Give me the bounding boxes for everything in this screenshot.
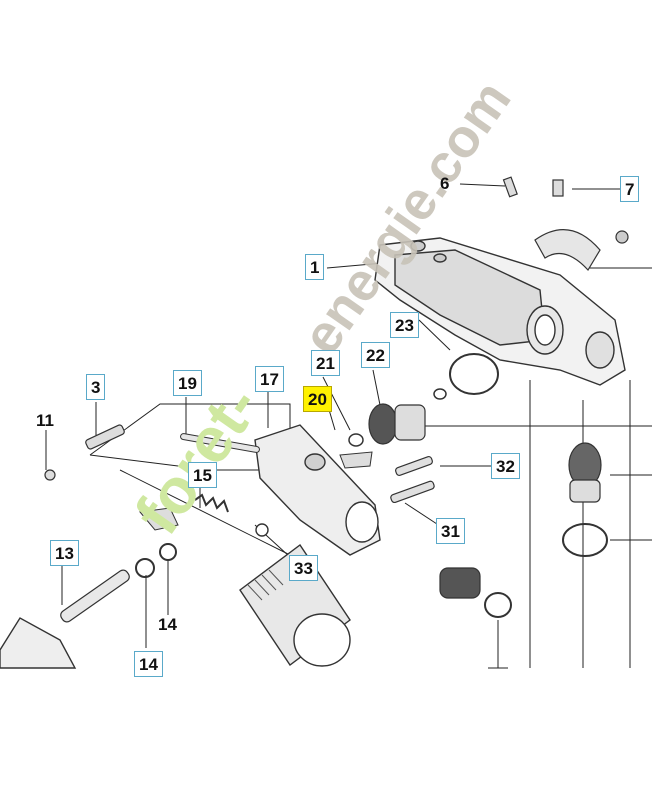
callout-17: 17 xyxy=(255,366,284,392)
callout-21: 21 xyxy=(311,350,340,376)
circlip-right xyxy=(562,523,608,557)
callout-11: 11 xyxy=(36,411,54,430)
callout-14b: 14 xyxy=(134,651,163,677)
pin-19 xyxy=(180,433,260,453)
callout-22: 22 xyxy=(361,342,390,368)
washer-21 xyxy=(348,433,364,447)
callout-19: 19 xyxy=(173,370,202,396)
screw-3 xyxy=(44,424,125,481)
casing-corner xyxy=(0,617,77,669)
washer-small xyxy=(433,388,447,400)
callout-32: 32 xyxy=(491,453,520,479)
callout-7: 7 xyxy=(620,176,640,202)
callout-20: 20 xyxy=(303,386,332,412)
callout-33: 33 xyxy=(289,555,318,581)
callout-23: 23 xyxy=(390,312,419,338)
o-ring xyxy=(449,353,499,395)
gear-segment xyxy=(502,176,629,271)
callout-1: 1 xyxy=(305,254,325,280)
callout-15: 15 xyxy=(188,462,217,488)
lever xyxy=(139,507,179,531)
drive-tube xyxy=(239,543,351,667)
bevel-gear-22 xyxy=(368,403,426,445)
pinion-gear xyxy=(568,442,602,503)
clip-20 xyxy=(339,451,373,469)
main-housing xyxy=(374,237,626,386)
shaft-13 xyxy=(60,569,130,623)
callout-3: 3 xyxy=(86,374,106,400)
gear-housing-17 xyxy=(254,424,381,556)
spring-15 xyxy=(194,493,229,513)
callout-14a: 14 xyxy=(158,615,177,634)
callout-13: 13 xyxy=(50,540,79,566)
washer-14b xyxy=(159,543,177,561)
washer-14a xyxy=(135,558,155,578)
callout-31: 31 xyxy=(436,518,465,544)
callout-6: 6 xyxy=(440,174,450,193)
screws-31-32 xyxy=(390,455,435,504)
coupling xyxy=(439,567,512,618)
